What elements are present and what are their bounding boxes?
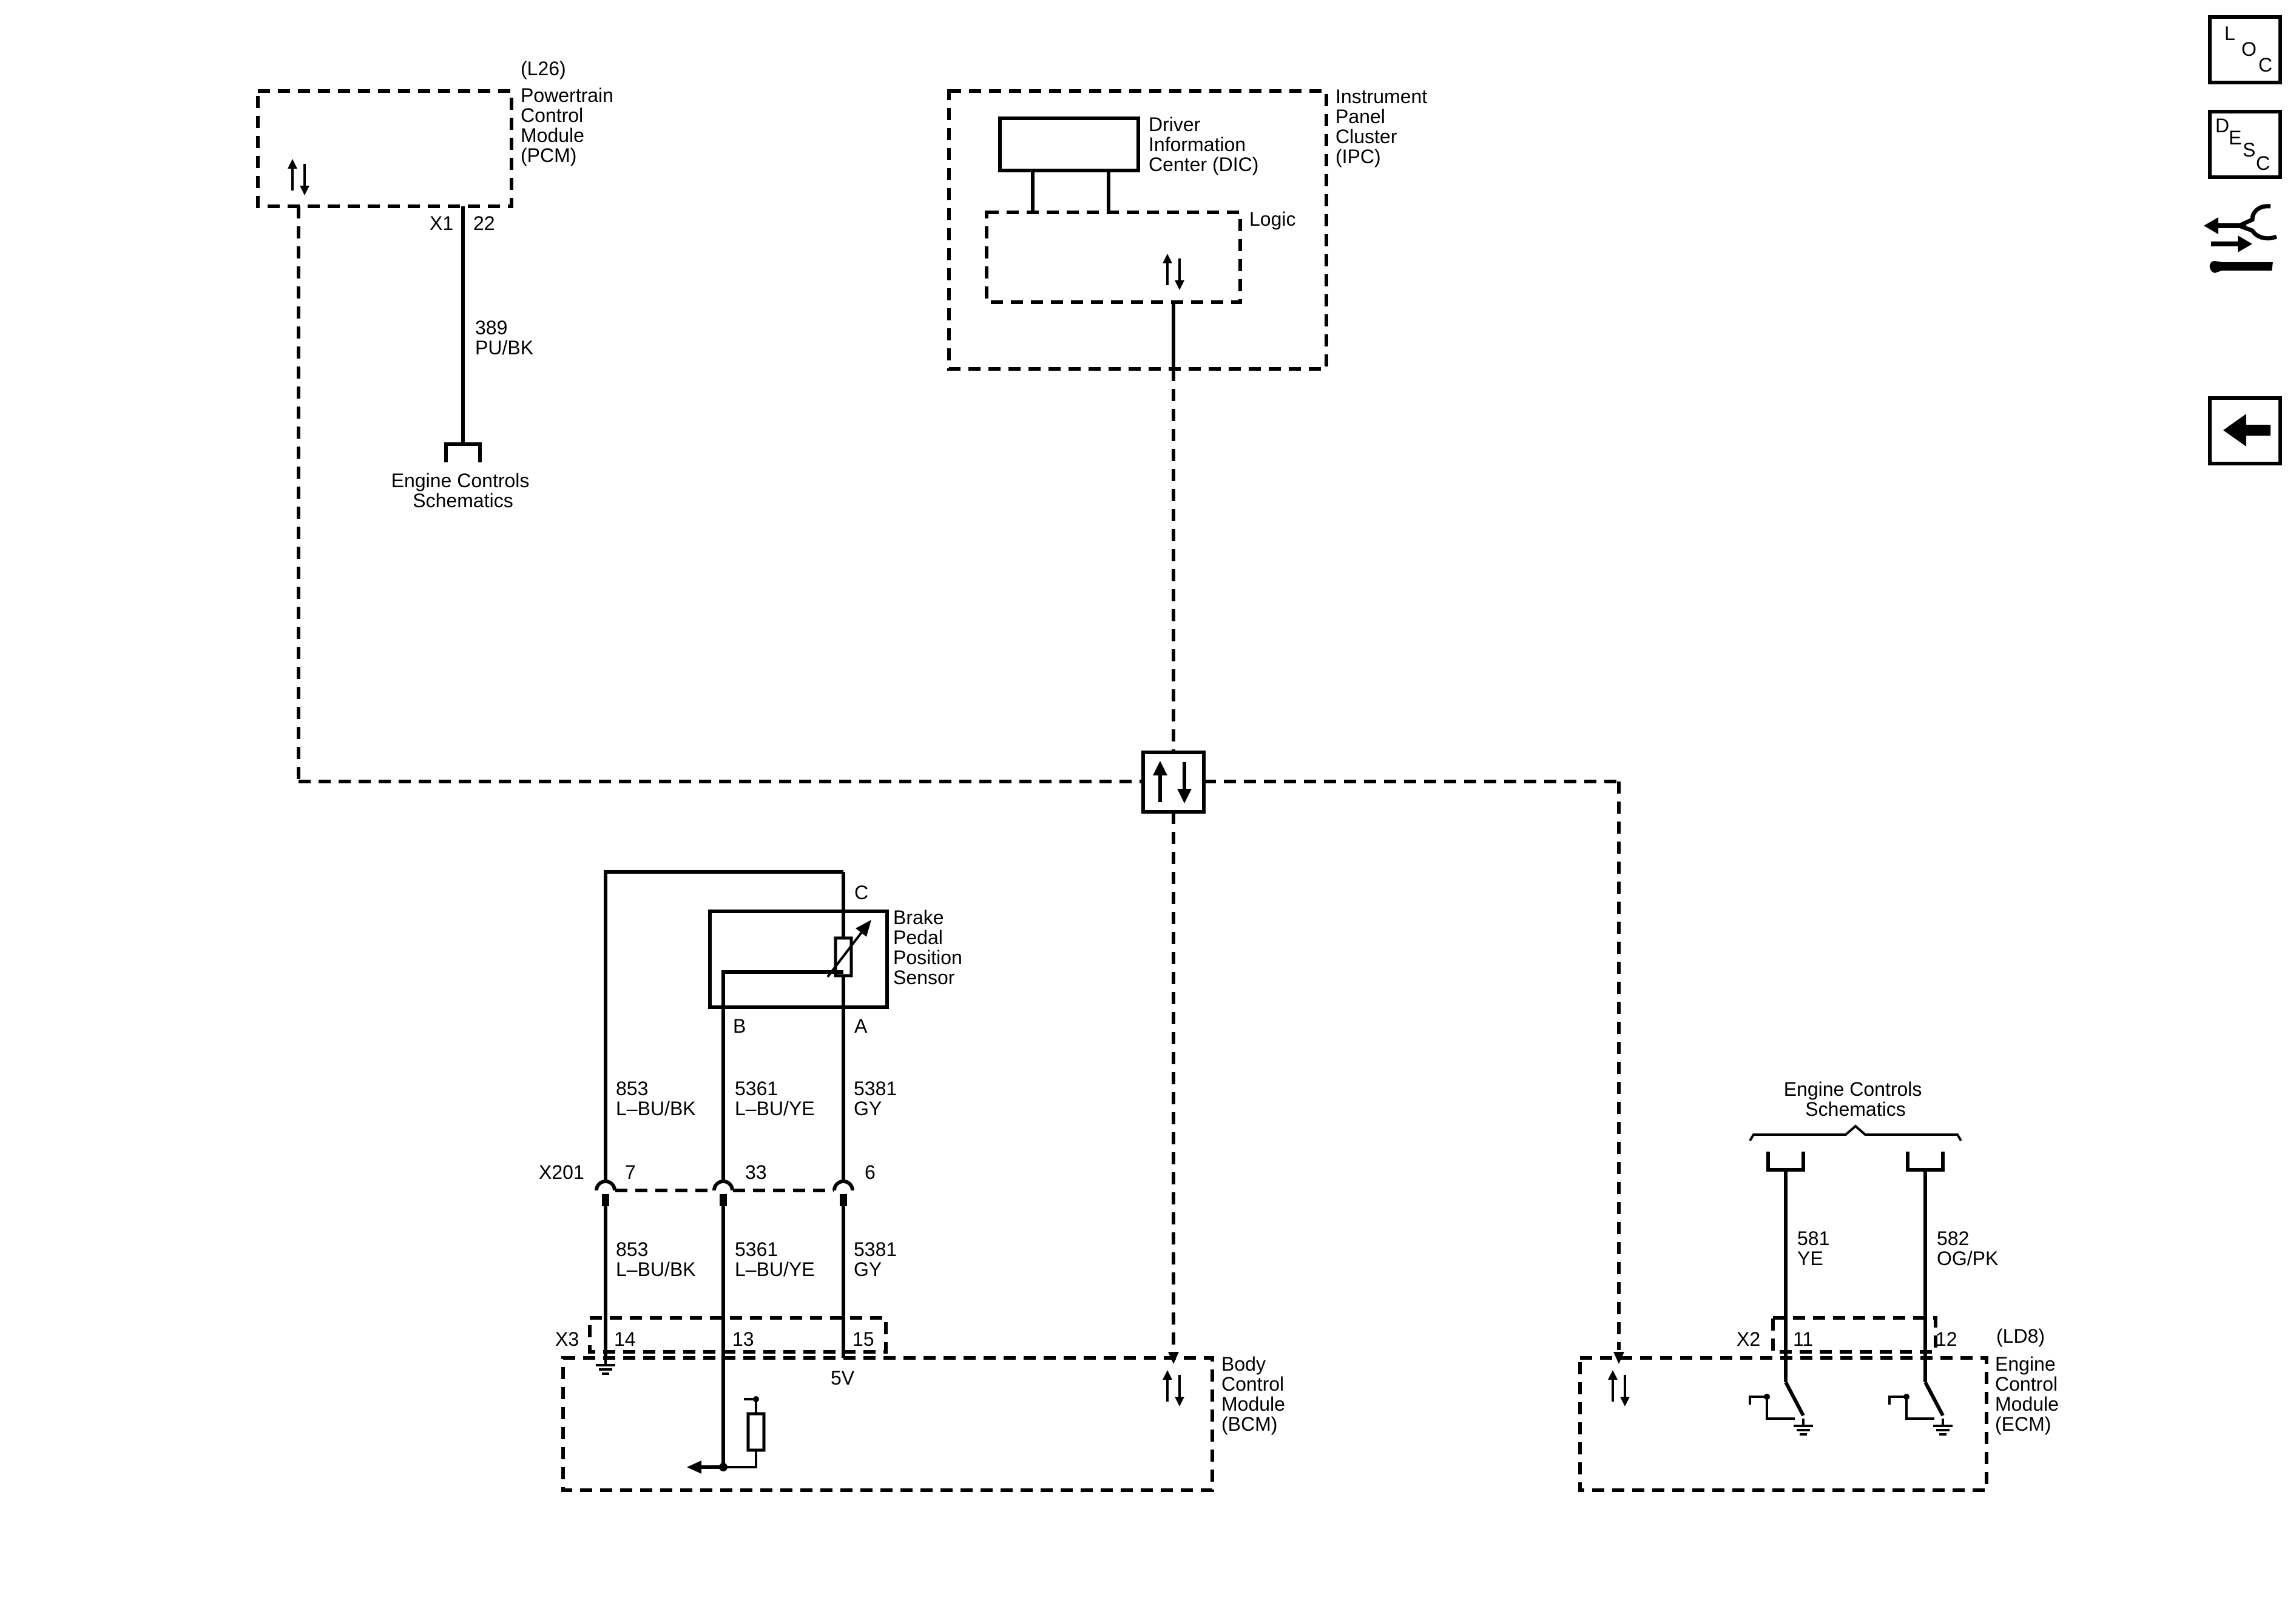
wire-5381-lower-label: 5381 GY — [854, 1238, 902, 1280]
wire-5361-upper-label: 5361 L–BU/YE — [735, 1078, 815, 1119]
pcm-option-code: (L26) — [521, 58, 566, 79]
ecm-destination-label: Engine Controls Schematics — [1784, 1078, 1928, 1120]
loc-button[interactable]: L O C — [2208, 15, 2282, 84]
wire-853-lower-label: 853 L–BU/BK — [616, 1238, 696, 1280]
bcm-pin-14-label: 14 — [614, 1328, 636, 1350]
wire-5381-upper-label: 5381 GY — [854, 1078, 902, 1119]
sensor-variable-arrowhead — [856, 920, 871, 937]
ipc-logic-label: Logic — [1249, 208, 1296, 230]
ecm-schematic-reference-right — [1906, 1152, 1945, 1172]
inline-connector-x201: X201 7 33 6 — [539, 1161, 876, 1206]
ecm-module: Engine Controls Schematics 581 YE 582 OG… — [1578, 1078, 2064, 1492]
ecm-switch-12-blade — [1923, 1381, 1945, 1417]
ecm-connector-outline — [1771, 1316, 1937, 1354]
serial-data-arrows-icon — [1161, 1369, 1186, 1408]
bcm-pin-15-label: 15 — [853, 1328, 874, 1350]
ipc-logic-outline — [985, 211, 1242, 304]
ecm-name: Engine Control Module (ECM) — [1995, 1353, 2064, 1435]
inline-terminal-33 — [714, 1181, 732, 1206]
dic-label: Driver Information Center (DIC) — [1149, 113, 1258, 175]
ecm-schematic-reference-left — [1766, 1152, 1805, 1172]
sensor-pin-c-label: C — [854, 882, 868, 903]
back-button[interactable] — [2208, 396, 2282, 465]
ecm-switch-12-actuator — [1888, 1396, 1934, 1420]
ecm-switch-11-ground-icon — [1792, 1417, 1814, 1436]
back-arrow-icon — [2223, 414, 2271, 447]
sensor-pin-b-label: B — [733, 1015, 746, 1037]
wire-581-label: 581 YE — [1797, 1227, 1835, 1269]
bcm-pin-13-label: 13 — [732, 1328, 754, 1350]
serial-data-arrows-icon — [286, 158, 311, 197]
inline-terminal-7 — [596, 1181, 615, 1206]
inline-pin-33-label: 33 — [745, 1161, 767, 1183]
serial-data-arrows-icon — [1607, 1369, 1631, 1408]
loc-letter-l: L — [2224, 22, 2235, 44]
desc-button[interactable]: D E S C — [2208, 110, 2282, 179]
bcm-module: X3 14 13 15 5V Body Control Module (BCM) — [555, 1316, 1291, 1492]
loc-letter-c: C — [2258, 54, 2272, 76]
ecm-option-code: (LD8) — [1996, 1325, 2045, 1347]
pcm-dashed-outline — [256, 89, 513, 208]
ecm-switch-11-blade — [1784, 1381, 1805, 1417]
ecm-pin-11-label: 11 — [1793, 1328, 1813, 1350]
wire-5361-lower-label: 5361 L–BU/YE — [735, 1238, 815, 1280]
inline-pin-6-label: 6 — [865, 1161, 876, 1183]
bcm-connector-label: X3 — [555, 1328, 579, 1350]
wire-853-upper-label: 853 L–BU/BK — [616, 1078, 696, 1119]
harness-wires: 853 L–BU/BK 5361 L–BU/YE 5381 GY X201 7 … — [539, 870, 902, 1467]
bcm-signal-input-arrowhead — [687, 1460, 701, 1474]
pcm-connector-label: X1 — [430, 212, 453, 234]
bcm-low-reference-ground-icon — [595, 1357, 616, 1375]
dic-display-box — [998, 116, 1140, 172]
pcm-module: (L26) Powertrain Control Module (PCM) X1… — [256, 58, 619, 511]
serial-data-arrows-icon — [1161, 252, 1186, 291]
pcm-schematic-reference-symbol — [444, 442, 482, 462]
bcm-name: Body Control Module (BCM) — [1221, 1353, 1291, 1435]
bcm-pull-resistor — [746, 1412, 766, 1452]
bcm-dashed-outline — [561, 1356, 1214, 1492]
serial-data-bus — [297, 206, 1624, 1364]
ecm-dashed-outline — [1578, 1356, 1988, 1492]
serial-data-splice-symbol — [1141, 751, 1206, 814]
sensor-pin-a-label: A — [854, 1015, 868, 1037]
desc-letter-e: E — [2229, 127, 2241, 149]
sensor-wiper-lead — [721, 970, 843, 1007]
bcm-pull-resistor-node — [753, 1396, 759, 1402]
brake-pedal-position-sensor: Brake Pedal Position Sensor C B A — [708, 872, 968, 1037]
pcm-destination-label: Engine Controls Schematics — [391, 470, 535, 511]
pcm-name: Powertrain Control Module (PCM) — [521, 84, 619, 166]
ecm-connector-label: X2 — [1737, 1328, 1760, 1350]
ecm-pin-12-label: 12 — [1936, 1328, 1957, 1350]
ecm-destination-brace — [1749, 1124, 1962, 1142]
inline-terminal-6 — [834, 1181, 853, 1206]
desc-letter-s: S — [2243, 139, 2255, 161]
inline-pin-7-label: 7 — [625, 1161, 636, 1183]
wire-853-upper — [604, 870, 843, 1180]
ecm-bus-arrowhead — [1613, 1352, 1624, 1364]
loc-letter-o: O — [2241, 38, 2257, 60]
sensor-variable-arrow — [826, 930, 864, 978]
ecm-switch-11-node — [1764, 1394, 1770, 1400]
ipc-dashed-outline — [947, 89, 1328, 371]
desc-letter-c: C — [2256, 152, 2270, 174]
pcm-pin-label: 22 — [473, 212, 495, 234]
ecm-switch-11-actuator — [1749, 1396, 1795, 1420]
desc-letter-d: D — [2215, 115, 2229, 137]
bcm-pull-resistor-lead — [723, 1450, 757, 1468]
connector-wrench-icon[interactable] — [2204, 204, 2278, 273]
wire-582-label: 582 OG/PK — [1937, 1227, 1998, 1269]
bcm-connector-outline — [588, 1316, 888, 1354]
inline-connector-name: X201 — [539, 1161, 584, 1183]
ecm-switch-12-ground-icon — [1932, 1417, 1954, 1436]
pcm-wire-label: 389 PU/BK — [475, 317, 533, 359]
sensor-name: Brake Pedal Position Sensor — [893, 906, 968, 988]
ipc-module: Instrument Panel Cluster (IPC) Driver In… — [947, 86, 1433, 371]
bcm-5v-reference-label: 5V — [831, 1367, 855, 1389]
ecm-switch-12-node — [1903, 1394, 1909, 1400]
ipc-name: Instrument Panel Cluster (IPC) — [1335, 86, 1433, 167]
